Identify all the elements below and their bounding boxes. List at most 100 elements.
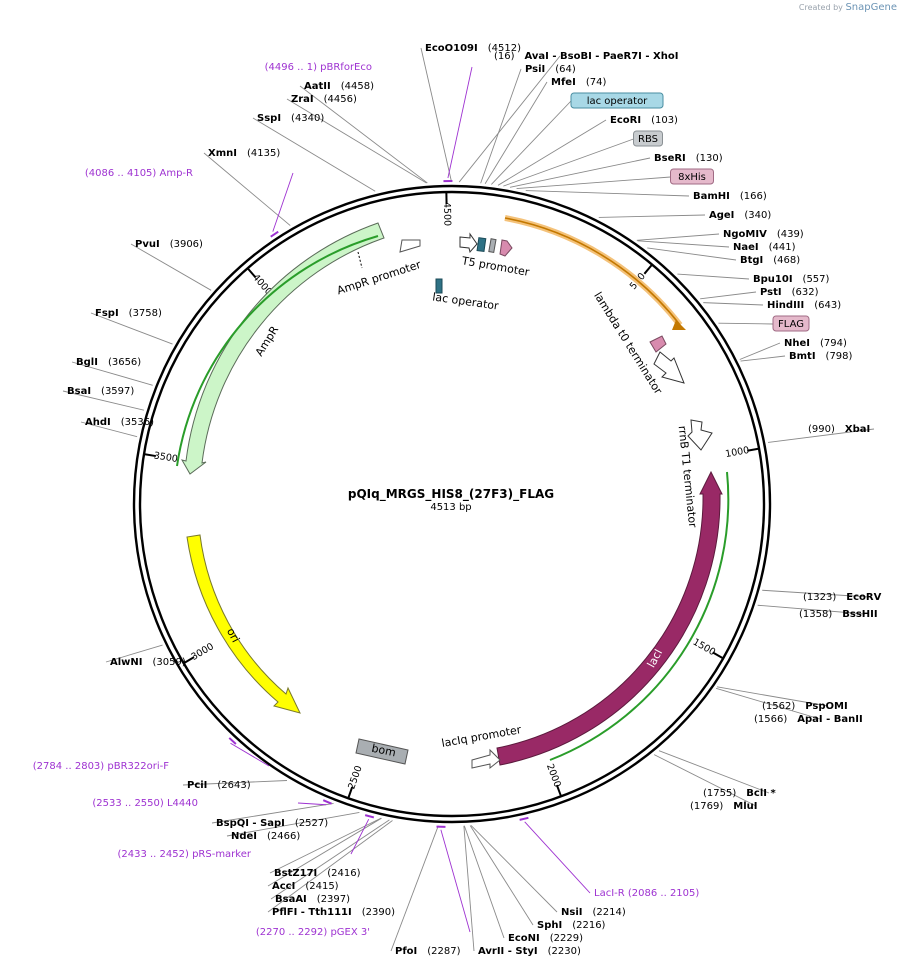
tick-label: 2500	[346, 764, 364, 790]
restriction-site-label[interactable]: SspI(4340)	[257, 113, 324, 124]
restriction-site-label[interactable]: (1769)MluI	[690, 801, 757, 812]
restriction-site-label[interactable]: (16)AvaI - BsoBI - PaeR7I - XhoI	[494, 51, 678, 62]
ampr-promoter-feature[interactable]	[399, 239, 421, 253]
restriction-site-label[interactable]: SphI(2216)	[537, 920, 606, 931]
site-leader	[182, 780, 287, 786]
insert-orf-feature[interactable]	[504, 215, 683, 327]
primer-marker	[322, 799, 332, 805]
ori-label: ori	[224, 626, 242, 645]
feature-box-leader	[491, 100, 572, 185]
restriction-site-label[interactable]: (1566)ApaI - BanII	[754, 714, 863, 725]
feature-box-label[interactable]: lac operator	[587, 96, 648, 107]
primer-label[interactable]: (4496 .. 1) pBRforEco	[265, 62, 372, 73]
restriction-site-label[interactable]: PstI(632)	[760, 287, 819, 298]
site-leader	[90, 312, 173, 345]
bom-feature[interactable]	[355, 738, 409, 765]
restriction-site-label[interactable]: EcoO109I(4512)	[425, 43, 521, 54]
laciq-promoter-feature[interactable]	[471, 748, 501, 770]
rrnb-t1-terminator-feature[interactable]	[687, 419, 713, 451]
his-tag-block[interactable]	[499, 239, 513, 257]
site-leader	[509, 157, 651, 188]
site-leader	[420, 47, 452, 183]
site-leader	[762, 589, 870, 598]
restriction-site-label[interactable]: AgeI(340)	[709, 210, 771, 221]
primer-label[interactable]: (2270 .. 2292) pGEX 3'	[256, 927, 370, 938]
insert-orf-line	[504, 217, 681, 326]
backbone-inner-strand	[138, 190, 766, 818]
restriction-site-label[interactable]: ZraI(4456)	[291, 94, 357, 105]
restriction-site-label[interactable]: AlwNI(3059)	[110, 657, 186, 668]
restriction-site-label[interactable]: NgoMIV(439)	[723, 229, 804, 240]
feature-box	[633, 130, 663, 147]
backbone	[132, 184, 772, 824]
ampr-promoter-label: AmpR promoter	[335, 258, 423, 298]
ampr-feature[interactable]	[180, 222, 385, 475]
restriction-site-label[interactable]: (1323)EcoRV	[803, 592, 882, 603]
site-leader	[480, 68, 522, 184]
restriction-site-label[interactable]: (1755)BclI *	[703, 788, 776, 799]
primer-label[interactable]: (4086 .. 4105) Amp-R	[85, 168, 193, 179]
primer-label[interactable]: (2433 .. 2452) pRS-marker	[117, 849, 251, 860]
tick-mark	[555, 784, 563, 797]
restriction-site-label[interactable]: PsiI(64)	[525, 64, 576, 75]
restriction-site-label[interactable]: NsiI(2214)	[561, 907, 626, 918]
restriction-site-label[interactable]: PflFI - Tth111I(2390)	[272, 907, 395, 918]
restriction-site-label[interactable]: BtgI(468)	[740, 255, 800, 266]
rbs-block[interactable]	[488, 238, 497, 253]
restriction-site-label[interactable]: FspI(3758)	[95, 308, 162, 319]
restriction-site-label[interactable]: BspQI - SapI(2527)	[216, 818, 328, 829]
primer-marker	[270, 230, 279, 238]
primer-label[interactable]: LacI-R (2086 .. 2105)	[594, 888, 699, 899]
restriction-site-label[interactable]: PvuI(3906)	[135, 239, 203, 250]
feature-box-leader	[516, 176, 671, 189]
laci-highlight	[549, 471, 730, 761]
restriction-site-label[interactable]: AhdI(3536)	[85, 417, 154, 428]
site-leader	[390, 825, 439, 952]
feature-box-label[interactable]: 8xHis	[678, 172, 706, 183]
restriction-site-label[interactable]: (1562)PspOMI	[762, 701, 848, 712]
site-leader	[470, 825, 558, 913]
restriction-site-label[interactable]: (1358)BssHII	[799, 609, 878, 620]
restriction-site-label[interactable]: AvrII - StyI(2230)	[478, 946, 581, 957]
restriction-site-label[interactable]: AccI(2415)	[272, 881, 339, 892]
snapgene-credit: Created by SnapGene	[799, 2, 897, 13]
restriction-site-label[interactable]: AatII(4458)	[304, 81, 374, 92]
restriction-site-label[interactable]: Bpu10I(557)	[753, 274, 830, 285]
restriction-site-label[interactable]: NdeI(2466)	[231, 831, 300, 842]
primer-leader	[440, 829, 471, 933]
restriction-site-label[interactable]: MfeI(74)	[551, 77, 606, 88]
restriction-site-label[interactable]: BmtI(798)	[789, 351, 853, 362]
tick-mark	[347, 786, 354, 799]
lac-operator-block-1[interactable]	[476, 237, 487, 253]
restriction-site-label[interactable]: HindIII(643)	[767, 300, 841, 311]
flag-block[interactable]	[649, 335, 667, 353]
feature-box-label[interactable]: FLAG	[778, 319, 804, 330]
restriction-site-label[interactable]: BamHI(166)	[693, 191, 767, 202]
restriction-site-label[interactable]: NheI(794)	[784, 338, 847, 349]
ori-feature[interactable]	[186, 534, 301, 714]
restriction-site-label[interactable]: BsaI(3597)	[67, 386, 134, 397]
restriction-site-label[interactable]: (990)XbaI	[808, 424, 870, 435]
restriction-site-label[interactable]: NaeI(441)	[733, 242, 796, 253]
restriction-site-label[interactable]: BglI(3656)	[76, 357, 141, 368]
lambda-t0-terminator-feature[interactable]	[653, 351, 685, 384]
restriction-site-label[interactable]: BstZ17I(2416)	[274, 868, 361, 879]
primer-label[interactable]: (2533 .. 2550) L4440	[92, 798, 198, 809]
laci-feature[interactable]	[496, 470, 723, 766]
t5-promoter-feature[interactable]	[459, 232, 478, 254]
restriction-site-label[interactable]: PciI(2643)	[187, 780, 251, 791]
site-leader	[203, 152, 291, 226]
site-leader	[80, 421, 138, 438]
restriction-site-label[interactable]: BseRI(130)	[654, 153, 723, 164]
restriction-site-label[interactable]: BsaAI(2397)	[275, 894, 350, 905]
restriction-site-label[interactable]: EcoNI(2229)	[508, 933, 583, 944]
lac-operator-block-2[interactable]	[435, 278, 443, 294]
restriction-site-label[interactable]: XmnI(4135)	[208, 148, 280, 159]
ampr-promoter-dash	[357, 251, 363, 269]
primer-label[interactable]: (2784 .. 2803) pBR322ori-F	[33, 761, 169, 772]
feature-box-label[interactable]: RBS	[638, 134, 658, 145]
restriction-site-label[interactable]: PfoI(2287)	[395, 946, 461, 957]
restriction-site-label[interactable]: EcoRI(103)	[610, 115, 678, 126]
primer-marker	[364, 814, 375, 819]
